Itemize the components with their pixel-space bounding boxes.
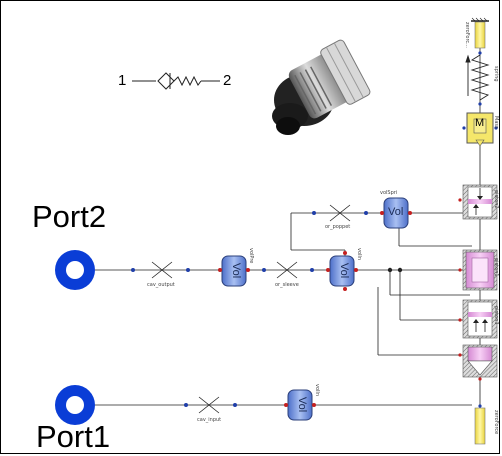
mass-symbol: M xyxy=(475,118,484,129)
mass-label: Mass xyxy=(493,116,499,129)
piston1-element[interactable] xyxy=(458,250,497,290)
piston3-label: piston3 xyxy=(493,306,499,325)
cav-input-label: cav_input xyxy=(197,418,221,423)
junction-dot xyxy=(388,268,392,272)
volume-right-label: Vol xyxy=(338,263,349,278)
or-sleeve-label: or_sleeve xyxy=(275,283,299,288)
or-poppet-label: or_poppet xyxy=(325,225,350,230)
check-valve-symbol xyxy=(132,73,220,89)
port2-symbol[interactable] xyxy=(55,250,95,290)
volume-right-tag: volIn xyxy=(356,248,362,260)
fixed-top-label: zeroForc... xyxy=(464,22,470,48)
fixed-bottom-element[interactable] xyxy=(475,404,485,444)
volume-mid-tag: volPre xyxy=(248,248,254,263)
piston2-element[interactable] xyxy=(458,185,497,219)
volume-top-label: Vol xyxy=(388,207,403,218)
symbol-in-label: 1 xyxy=(118,73,126,88)
spring-element[interactable] xyxy=(466,51,488,105)
junction-dot xyxy=(398,268,402,272)
cartridge-valve-picture xyxy=(272,39,371,135)
spring-label: spring xyxy=(493,66,499,82)
piston3-element[interactable] xyxy=(458,300,497,338)
volume-top-tag: volSpri xyxy=(380,191,397,196)
fixed-bottom-label: zeroForce xyxy=(493,410,499,434)
piston2-label: piston2 xyxy=(493,190,499,209)
seat-element[interactable] xyxy=(458,345,497,381)
volume-bottom-tag: volIn xyxy=(314,384,320,396)
cav-output-label: cav_output xyxy=(147,283,175,288)
port2-label: Port2 xyxy=(32,201,106,232)
volume-bottom-label: Vol xyxy=(296,397,307,412)
symbol-out-label: 2 xyxy=(223,73,231,88)
port1-label: Port1 xyxy=(36,421,110,452)
piston1-label: piston1 xyxy=(493,258,499,277)
volume-mid-label: Vol xyxy=(230,263,241,278)
fixed-top-element[interactable] xyxy=(471,18,489,48)
